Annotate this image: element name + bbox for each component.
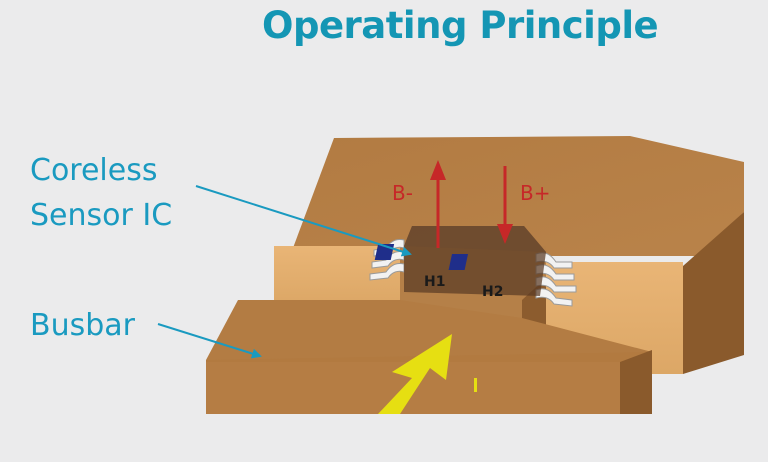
sensor-leader-line [195,185,412,257]
sensor-label-line2: Sensor IC [30,198,173,233]
hall-label-h2: H2 [482,284,503,300]
hall-element-h2 [448,254,469,270]
busbar-label: Busbar [30,308,135,343]
field-label-b-minus: B- [392,181,413,205]
hall-label-h1: H1 [424,274,445,290]
arrow-down-icon [497,224,513,244]
page-title: Operating Principle [262,4,659,47]
busbar-leader-line [157,323,262,359]
field-label-b-plus: B+ [520,181,550,205]
arrow-up-icon [430,160,446,180]
magnetic-field-arrows [430,160,513,248]
sensor-label-line1: Coreless [30,153,158,188]
current-direction-arrow [378,334,477,414]
